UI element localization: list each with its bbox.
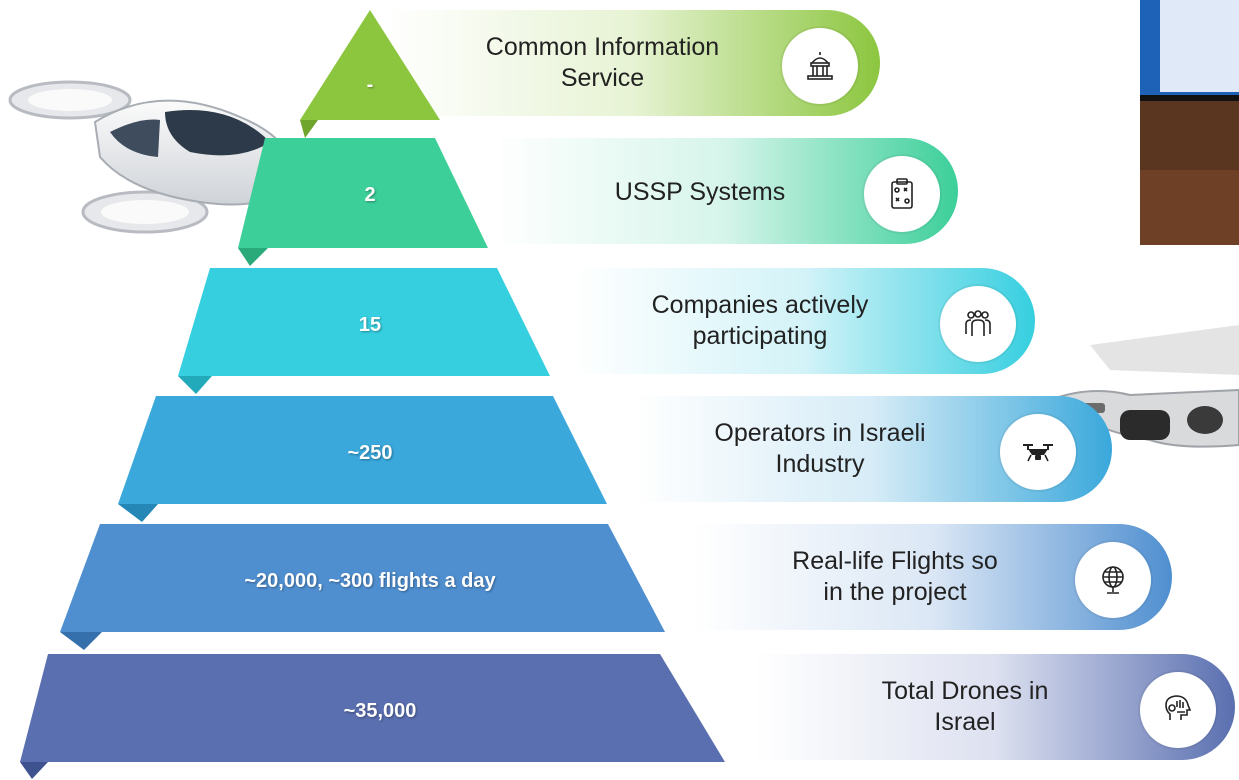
tier-label-5: Real-life Flights so in the project [792, 546, 998, 607]
tier-label-2: USSP Systems [614, 178, 786, 207]
tier-label-6: Total Drones in Israel [881, 676, 1049, 737]
pyramid-tier-2 [238, 138, 488, 266]
tier-label-1: Common Information Service [485, 32, 720, 93]
capitol-building-icon [782, 28, 858, 104]
tier-value-6: ~35,000 [343, 700, 417, 722]
pyramid-tier-1 [300, 10, 440, 138]
tier-value-5: ~20,000, ~300 flights a day [244, 570, 496, 592]
globe-icon [1075, 542, 1151, 618]
pyramid-tier-5 [60, 524, 665, 650]
tier-value-2: 2 [364, 184, 376, 206]
drone-icon [1000, 414, 1076, 490]
tier-label-4: Operators in Israeli Industry [714, 418, 926, 479]
people-group-icon [940, 286, 1016, 362]
pyramid-tier-6 [20, 654, 725, 779]
pyramid-tier-3 [178, 268, 550, 394]
pyramid-tier-4 [118, 396, 607, 522]
air-taxi-image [8, 80, 330, 234]
clipboard-strategy-icon [864, 156, 940, 232]
tier-label-3: Companies actively participating [651, 290, 869, 351]
circuit-head-icon [1140, 672, 1216, 748]
tier-value-3: 15 [358, 314, 382, 336]
tier-value-4: ~250 [347, 442, 393, 464]
conference-photo [1140, 0, 1239, 245]
tier-value-1: - [366, 74, 374, 96]
